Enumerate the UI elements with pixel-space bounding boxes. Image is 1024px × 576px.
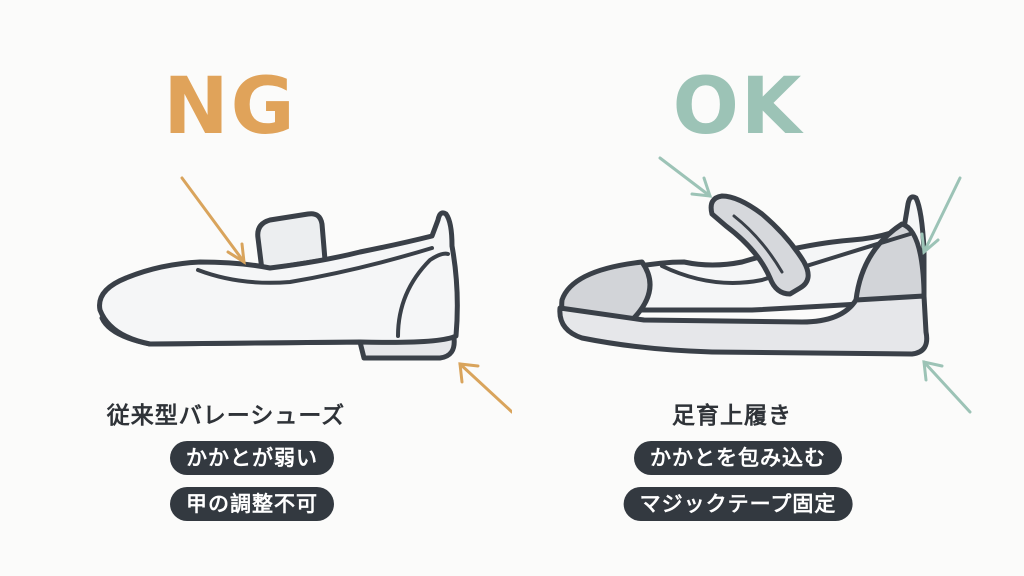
ok-panel: OK 足育上履き かかとを包み込む マジックテープ固定 xyxy=(512,0,1024,576)
ng-panel: NG 従来型バレーシューズ かかとが弱い 甲の調整不可 xyxy=(97,62,512,521)
ng-verdict: NG xyxy=(163,62,297,152)
ok-shoe-name: 足育上履き xyxy=(672,403,792,429)
ok-verdict: OK xyxy=(672,62,804,152)
velcro-shoe-icon xyxy=(557,156,972,414)
ballet-shoe-icon xyxy=(97,176,512,414)
ng-shoe-name: 従来型バレーシューズ xyxy=(106,403,346,429)
ng-tag-weak-heel: かかとが弱い xyxy=(170,441,334,475)
ng-tag-no-adjust: 甲の調整不可 xyxy=(170,487,334,521)
ok-tag-velcro: マジックテープ固定 xyxy=(623,487,853,521)
ok-tag-heel-wrap: かかとを包み込む xyxy=(634,441,842,475)
